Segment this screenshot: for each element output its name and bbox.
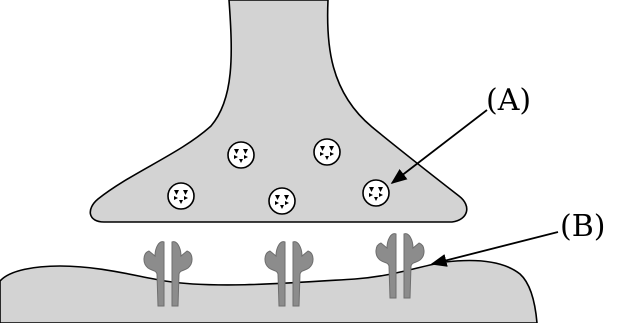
arrow-a: [392, 110, 487, 183]
vesicle: [314, 139, 340, 165]
label-a: (A): [486, 83, 531, 118]
arrow-b: [432, 232, 558, 264]
vesicle: [363, 180, 389, 206]
vesicle: [228, 142, 254, 168]
vesicle: [168, 183, 194, 209]
vesicle: [269, 188, 295, 214]
label-b: (B): [560, 209, 605, 244]
postsynaptic-membrane: [0, 261, 537, 323]
